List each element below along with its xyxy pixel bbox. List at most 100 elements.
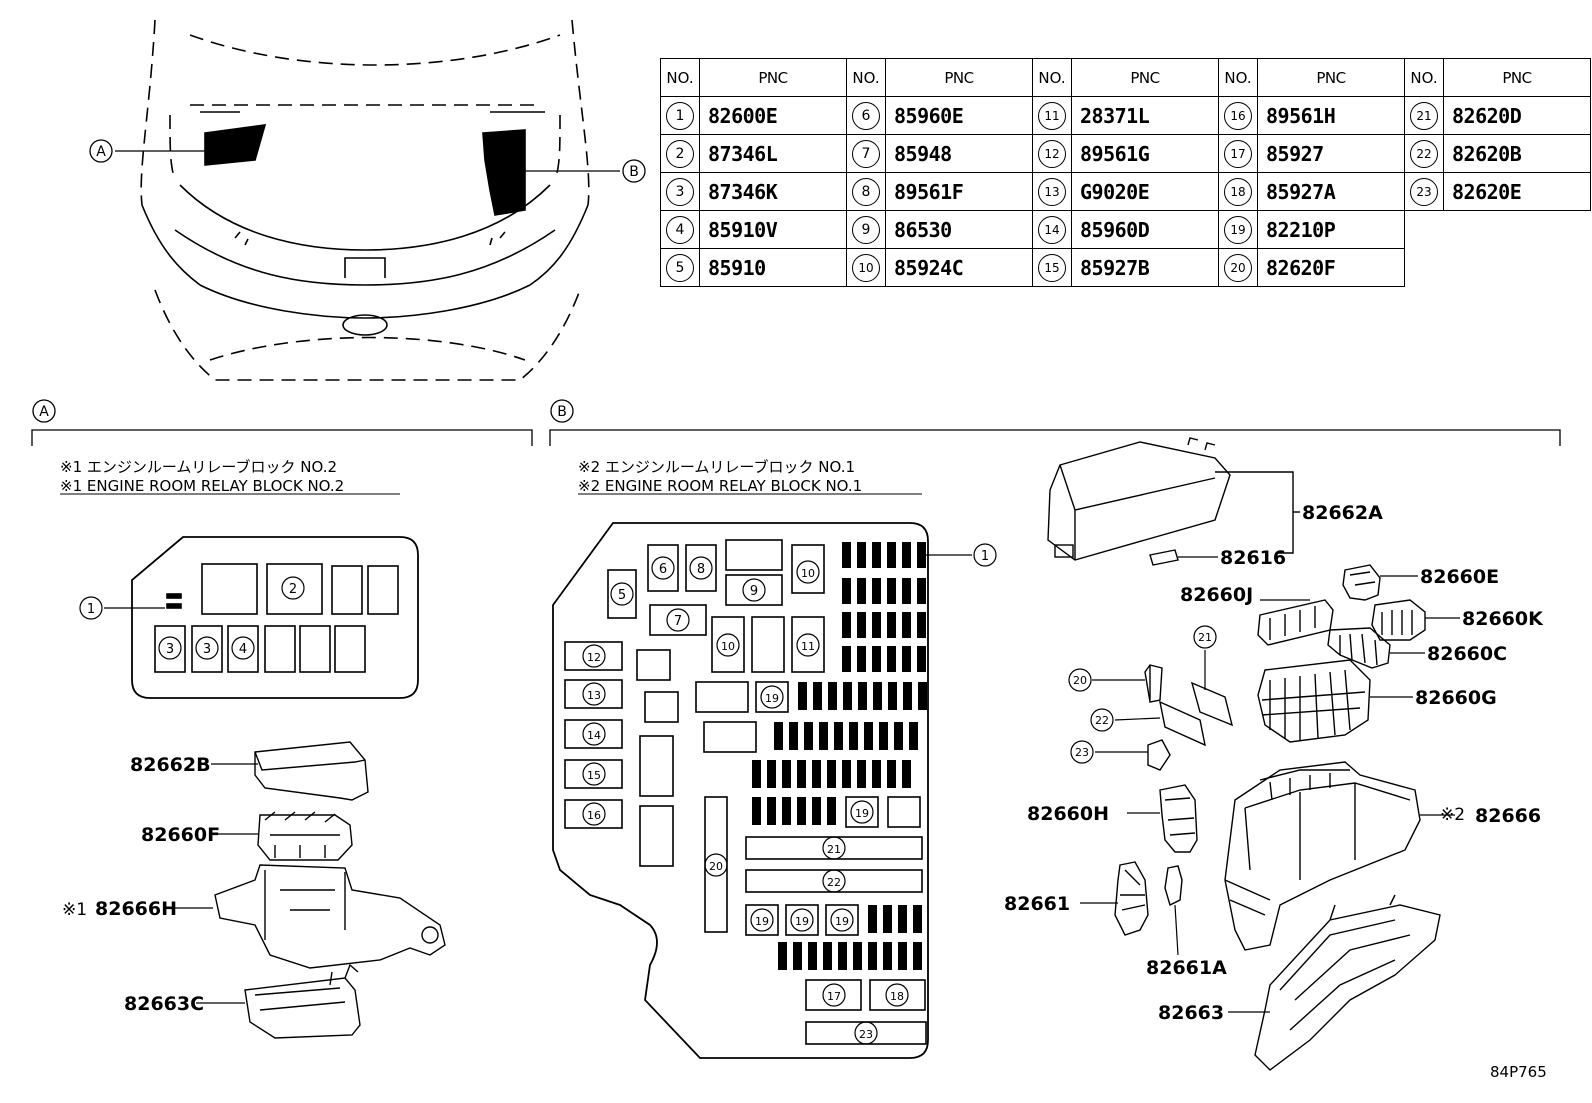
item-number-circle: 6 xyxy=(852,101,880,130)
part-82661: 82661 xyxy=(1004,893,1070,915)
fuse xyxy=(913,942,922,970)
relay-block-b-location xyxy=(482,129,526,216)
pnc-value: 85927A xyxy=(1257,172,1405,211)
item-number-circle: 9 xyxy=(852,215,880,244)
fuse xyxy=(798,682,807,710)
fuse xyxy=(888,682,897,710)
marker-b-circle xyxy=(622,159,646,183)
fuse xyxy=(917,578,926,604)
section-b-title-en: ※2 ENGINE ROOM RELAY BLOCK NO.1 xyxy=(578,477,862,495)
section-b-title-jp: ※2 エンジンルームリレーブロック NO.1 xyxy=(578,458,855,476)
fuse xyxy=(894,722,903,750)
relay-block-no2-layout xyxy=(79,536,419,699)
pnc-value: 85927B xyxy=(1071,248,1219,287)
item-number: 9 xyxy=(846,210,886,249)
fuse xyxy=(797,760,806,788)
relay-block-no1-layout xyxy=(552,522,929,1059)
fuse xyxy=(883,905,892,933)
rb1-label-17: 17 xyxy=(827,990,841,1003)
fuse xyxy=(898,942,907,970)
part-82666: 82666 xyxy=(1475,805,1541,827)
fuse xyxy=(827,797,836,825)
relay-block-no1-labels xyxy=(582,543,997,1045)
empty-cell xyxy=(1405,211,1444,249)
empty-cell xyxy=(1444,211,1591,249)
pnc-value: G9020E xyxy=(1071,172,1219,211)
item-number-circle: 22 xyxy=(1410,139,1438,168)
fuse xyxy=(797,797,806,825)
rb1-label-23: 23 xyxy=(859,1028,873,1041)
fuse xyxy=(857,612,866,638)
item-number-circle: 10 xyxy=(852,253,880,282)
callout-20: 20 xyxy=(1073,674,1087,687)
item-number: 8 xyxy=(846,172,886,211)
fuse xyxy=(782,760,791,788)
header-no: NO. xyxy=(1404,58,1444,97)
item-number-circle: 4 xyxy=(666,215,694,244)
fuse xyxy=(778,942,787,970)
fuse xyxy=(752,797,761,825)
fuse xyxy=(872,542,881,568)
rb1-label-10b: 10 xyxy=(721,640,735,653)
fuse xyxy=(873,682,882,710)
part-82662B: 82662B xyxy=(130,754,211,776)
item-number: 14 xyxy=(1032,210,1072,249)
fuse-array xyxy=(752,542,927,970)
header-pnc: PNC xyxy=(699,58,847,97)
fuse xyxy=(879,722,888,750)
pnc-value: 82210P xyxy=(1257,210,1405,249)
relay-block-no2-part-numbers: 82662B 82660F ※1 82666H 82663C xyxy=(62,754,220,1015)
fuse xyxy=(808,942,817,970)
item-number: 18 xyxy=(1218,172,1258,211)
item-number: 21 xyxy=(1404,96,1444,135)
part-82663: 82663 xyxy=(1158,1002,1224,1024)
pnc-value: 28371L xyxy=(1071,96,1219,135)
pnc-value: 85960D xyxy=(1071,210,1219,249)
fuse xyxy=(918,682,927,710)
rb1-label-19a: 19 xyxy=(765,692,779,705)
fuse xyxy=(857,578,866,604)
pnc-value: 85948 xyxy=(885,134,1033,173)
item-number: 17 xyxy=(1218,134,1258,173)
fuse xyxy=(857,542,866,568)
pnc-value: 82600E xyxy=(699,96,847,135)
fuse xyxy=(752,760,761,788)
pnc-value: 85960E xyxy=(885,96,1033,135)
relay-block-no1-parts xyxy=(1047,437,1460,1071)
fuse xyxy=(782,797,791,825)
item-number-circle: 16 xyxy=(1224,101,1252,130)
fuse xyxy=(834,722,843,750)
fuse xyxy=(902,612,911,638)
fuse xyxy=(767,797,776,825)
item-number-circle: 20 xyxy=(1224,253,1252,282)
fuse xyxy=(849,722,858,750)
item-number-circle: 14 xyxy=(1038,215,1066,244)
section-a-title-jp: ※1 エンジンルームリレーブロック NO.2 xyxy=(60,458,337,476)
empty-cell xyxy=(1405,249,1444,287)
pnc-value: 82620F xyxy=(1257,248,1405,287)
part-82660E: 82660E xyxy=(1420,566,1499,588)
callout-21: 21 xyxy=(1198,631,1212,644)
pnc-value: 86530 xyxy=(885,210,1033,249)
fuse xyxy=(883,942,892,970)
section-titles: ※1 エンジンルームリレーブロック NO.2 ※1 ENGINE ROOM RE… xyxy=(60,458,862,495)
fuse xyxy=(843,682,852,710)
item-number: 2 xyxy=(660,134,700,173)
fuse xyxy=(793,942,802,970)
figure-code: 84P765 xyxy=(1490,1063,1547,1081)
rb2-label-1: 1 xyxy=(87,602,95,617)
section-b-bracket xyxy=(549,429,1561,446)
header-no: NO. xyxy=(660,58,700,97)
header-pnc: PNC xyxy=(885,58,1033,97)
part-82666-note: ※2 xyxy=(1440,805,1465,825)
rb1-label-16: 16 xyxy=(587,809,601,822)
fuse xyxy=(819,722,828,750)
part-82660K: 82660K xyxy=(1462,608,1544,630)
rb2-label-2: 2 xyxy=(289,582,297,597)
item-number: 13 xyxy=(1032,172,1072,211)
relay-block-no1-part-numbers: 82662A 82616 82660E 82660J 82660K 82660C… xyxy=(1004,502,1544,1024)
item-number: 4 xyxy=(660,210,700,249)
fuse xyxy=(887,612,896,638)
